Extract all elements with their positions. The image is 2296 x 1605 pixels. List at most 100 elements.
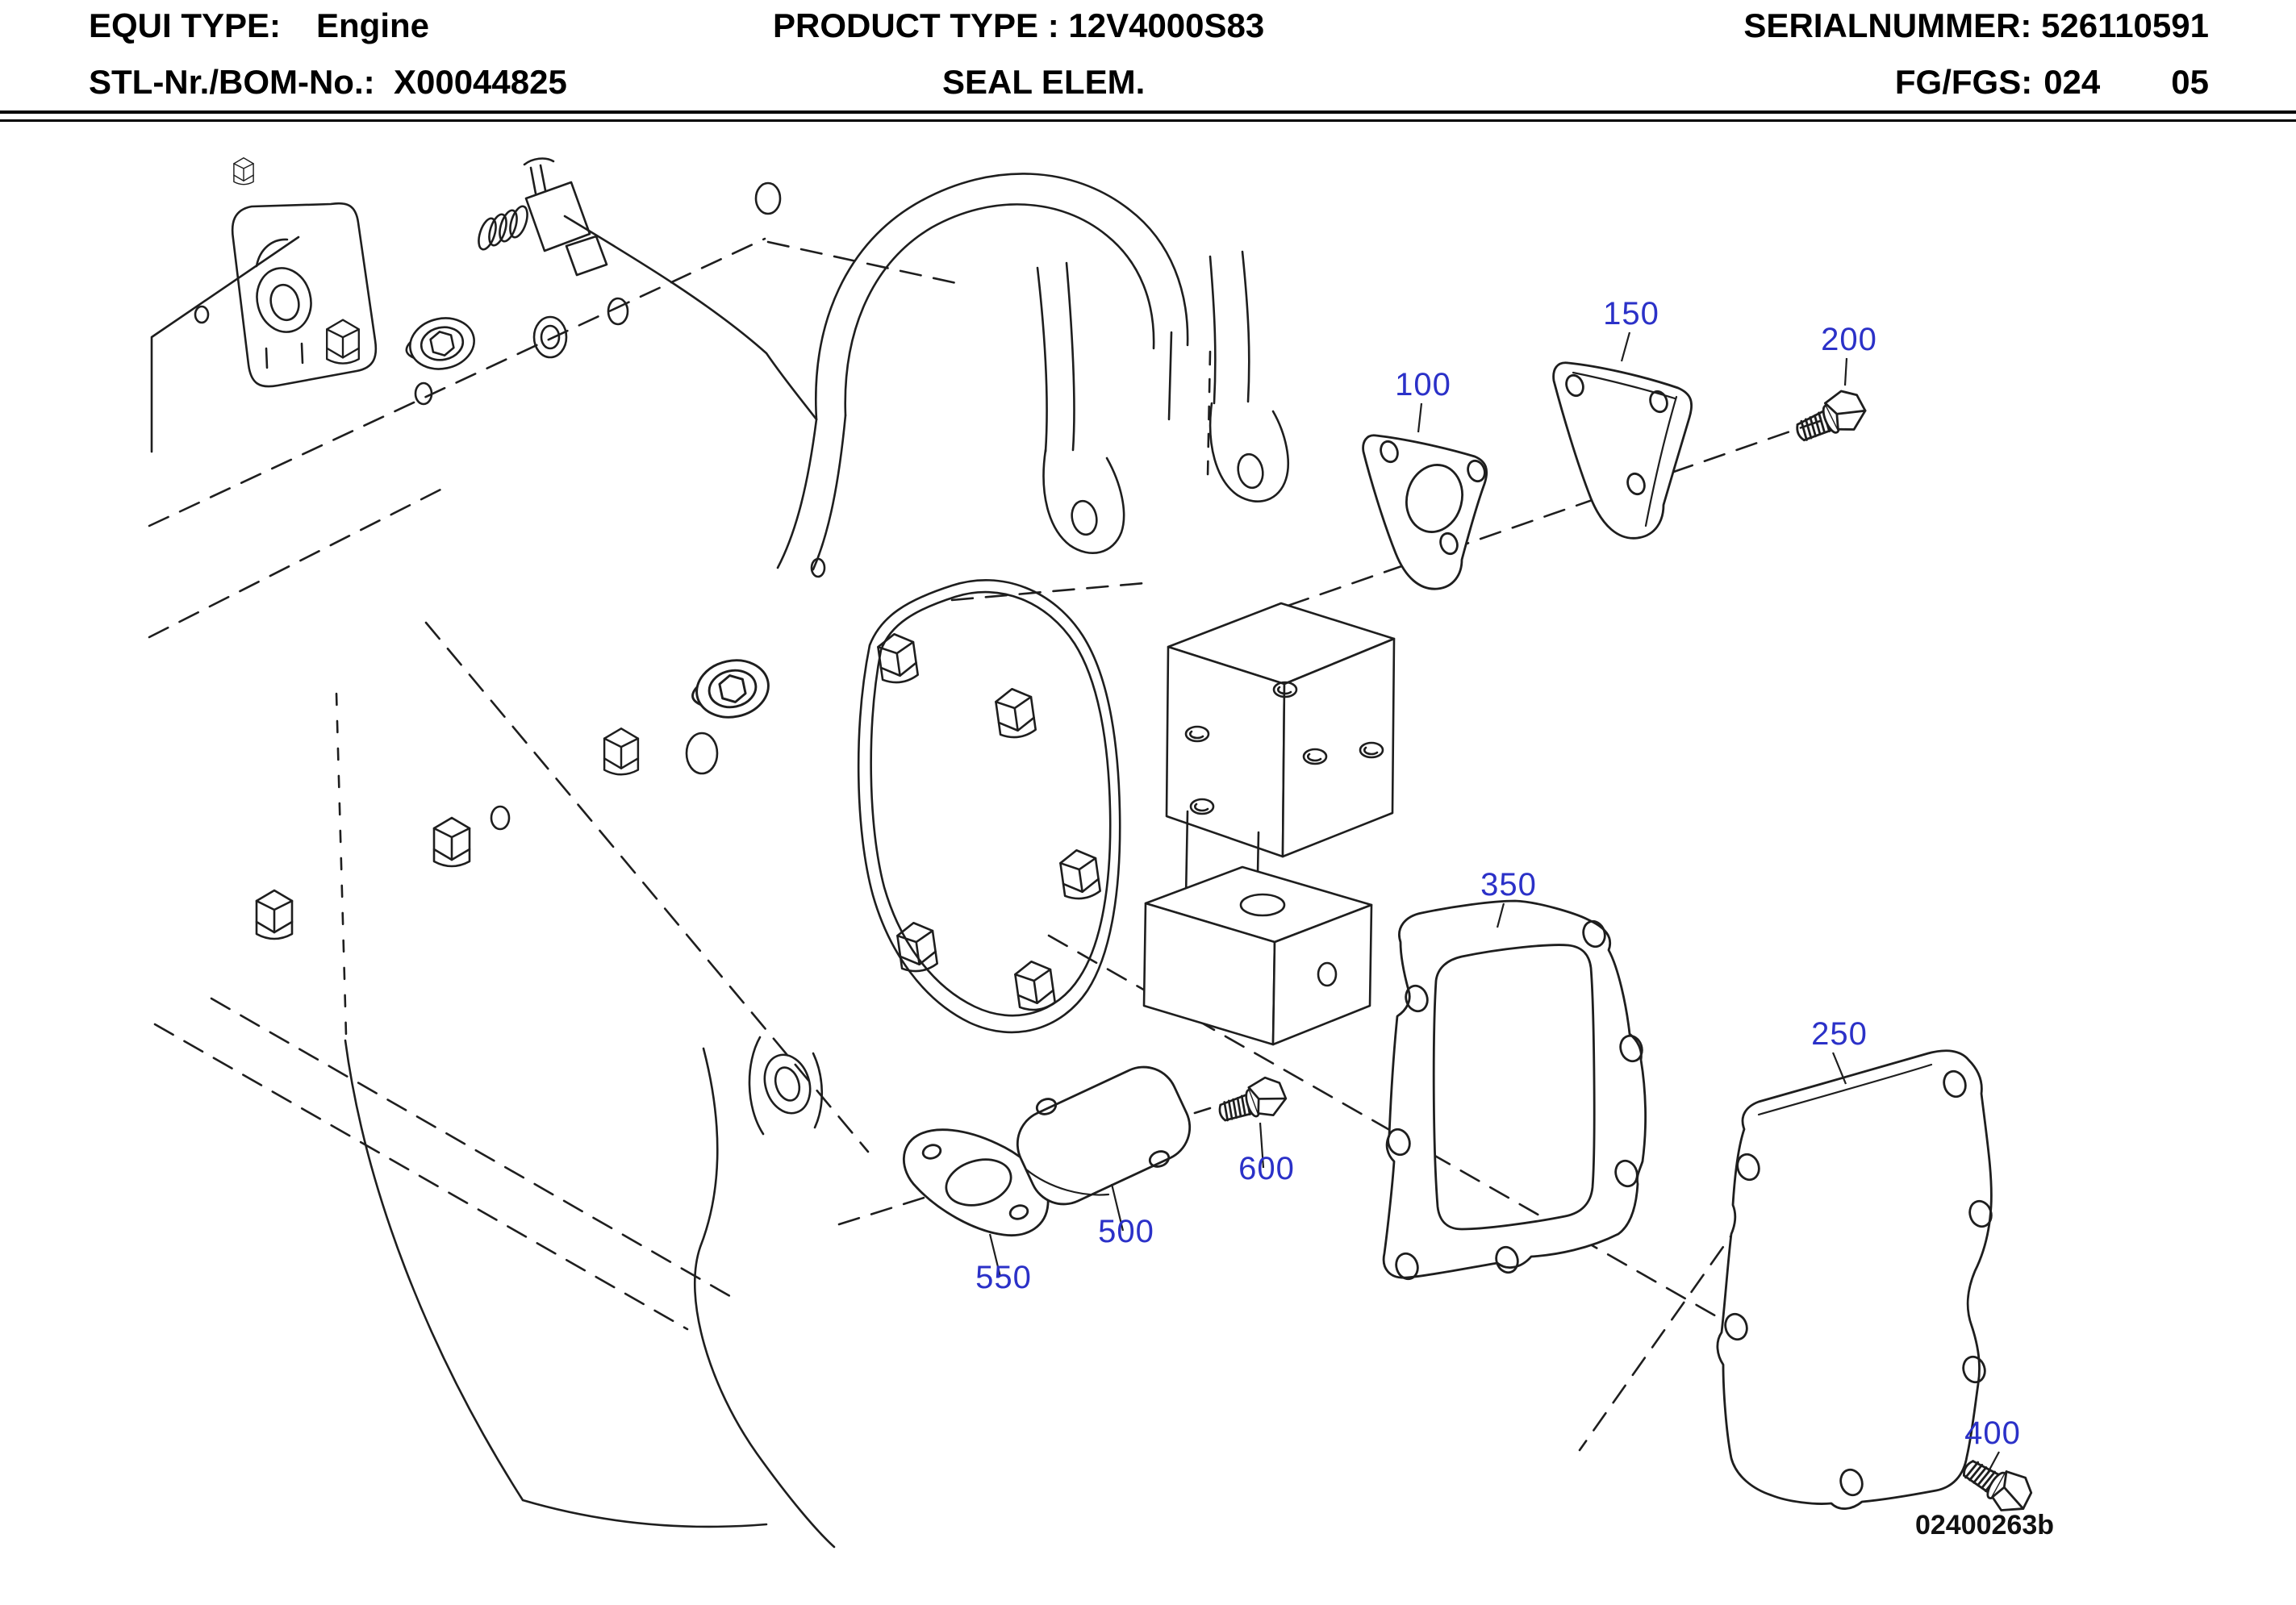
leader-100	[1417, 402, 1423, 433]
dash-top-hidden-edge	[950, 581, 1155, 602]
flange-bolt	[993, 685, 1037, 741]
port-ring	[763, 1053, 812, 1115]
leader-350	[1496, 903, 1505, 928]
leader-500	[1110, 1183, 1125, 1232]
flange-bolt	[875, 630, 920, 686]
block-window-opening	[231, 202, 378, 388]
callout-350[interactable]: 350	[1480, 867, 1537, 903]
block-top-arc	[815, 173, 1189, 421]
port-boss	[748, 1036, 824, 1136]
equi-type-label: EQUI TYPE:	[89, 6, 282, 44]
flange-bolt	[895, 919, 939, 975]
block-top-slope	[563, 215, 818, 421]
fg-value: 024	[2043, 63, 2101, 101]
part-500-cover	[1016, 1065, 1192, 1206]
ear-lobe	[1209, 402, 1289, 502]
port-ring-inner	[774, 1066, 801, 1102]
bracket-upper-front	[1165, 645, 1286, 858]
fitting-stem	[523, 157, 555, 195]
header-divider	[0, 110, 2296, 122]
flange-cover-outline	[857, 579, 1121, 1034]
fitting-thread	[509, 205, 528, 239]
hex-bolt-head	[326, 319, 360, 365]
fitting-tip	[565, 235, 608, 277]
product-type-label: PRODUCT TYPE :	[773, 6, 1059, 44]
product-type-value: 12V4000S83	[1068, 6, 1265, 44]
part-100-gasket	[1362, 434, 1488, 590]
block-bottom-left	[344, 1039, 768, 1528]
block-bottom-right	[694, 1047, 836, 1549]
block-hole	[194, 305, 210, 324]
flange-cover-inner	[870, 590, 1112, 1017]
serial-label: SERIALNUMMER:	[1743, 6, 2032, 44]
bracket-oval-hole	[1239, 893, 1286, 917]
fg-label: FG/FGS:	[1894, 63, 2033, 101]
part-250-cover	[1716, 1049, 1993, 1510]
callout-100[interactable]: 100	[1395, 367, 1451, 402]
callout-400[interactable]: 400	[1964, 1415, 2021, 1451]
bom-value: X00044825	[393, 63, 567, 101]
equi-type-value: Engine	[316, 6, 430, 44]
socket-plug	[400, 311, 480, 377]
callout-600[interactable]: 600	[1238, 1151, 1295, 1186]
bom-label: STL-Nr./BOM-No.:	[89, 63, 375, 101]
hex-bolt-head	[233, 156, 254, 186]
block-ring-hole-inner	[540, 324, 561, 350]
hex-bolt-head	[255, 889, 294, 940]
ear-arm	[1036, 261, 1075, 453]
fitting-body	[524, 181, 591, 252]
part-600-bolt	[1213, 1072, 1291, 1132]
bracket-side-hole	[1317, 961, 1338, 987]
ear-hole	[1237, 452, 1264, 490]
dash-left-edge	[335, 692, 348, 1037]
callout-150[interactable]: 150	[1603, 296, 1659, 331]
product-type: PRODUCT TYPE : 12V4000S83	[773, 5, 1264, 47]
fg-page: 05	[2171, 63, 2209, 101]
block-hole	[607, 297, 629, 326]
flange-bolt	[1058, 846, 1102, 903]
part-400-bolt	[1955, 1446, 2039, 1521]
callouts: 100 150 200 250 350 400 500 550 600	[975, 296, 2021, 1451]
block-hole	[754, 181, 782, 215]
fitting-thread	[499, 209, 518, 243]
dash-axis-to-550	[424, 621, 870, 1153]
block-hole	[490, 805, 511, 831]
leader-lines	[988, 331, 2000, 1474]
leader-150	[1620, 331, 1631, 362]
dash-cross-line	[1578, 1218, 1744, 1452]
fitting-thread	[478, 217, 497, 251]
leader-250	[1831, 1052, 1847, 1085]
callout-500[interactable]: 500	[1098, 1214, 1154, 1249]
callout-550[interactable]: 550	[975, 1260, 1032, 1295]
leader-200	[1843, 357, 1848, 386]
leader-600	[1259, 1122, 1265, 1169]
block-hole	[685, 732, 719, 775]
part-350-gasket	[1382, 899, 1647, 1281]
bom-number: STL-Nr./BOM-No.: X00044825	[89, 61, 567, 103]
flange-bolt	[1012, 957, 1057, 1014]
hex-bolt-head	[432, 816, 471, 868]
block-hole	[414, 381, 433, 406]
hidden-dash-lines	[148, 237, 1967, 1460]
window-bore	[256, 267, 312, 333]
block-rib	[776, 414, 847, 571]
bracket-lower-right	[1271, 903, 1373, 1046]
callout-250[interactable]: 250	[1811, 1016, 1868, 1052]
socket-plug	[686, 652, 775, 726]
block-ring-hole	[532, 315, 568, 359]
ear-hole	[1071, 499, 1098, 536]
header: EQUI TYPE: Engine PRODUCT TYPE : 12V4000…	[0, 0, 2296, 110]
serial-value: 526110591	[2041, 6, 2209, 44]
leader-550	[988, 1233, 1002, 1278]
serial-number: SERIALNUMMER: 526110591	[1743, 5, 2209, 47]
block-top-arc-inner	[844, 203, 1155, 417]
part-550-gasket	[902, 1128, 1050, 1237]
window-bore-inner	[269, 283, 300, 322]
engine-block	[150, 156, 1396, 1549]
ear-lobe	[1042, 448, 1125, 554]
callout-200[interactable]: 200	[1821, 322, 1877, 357]
part-200-bolt	[1788, 384, 1872, 452]
block-edge	[1167, 331, 1173, 421]
